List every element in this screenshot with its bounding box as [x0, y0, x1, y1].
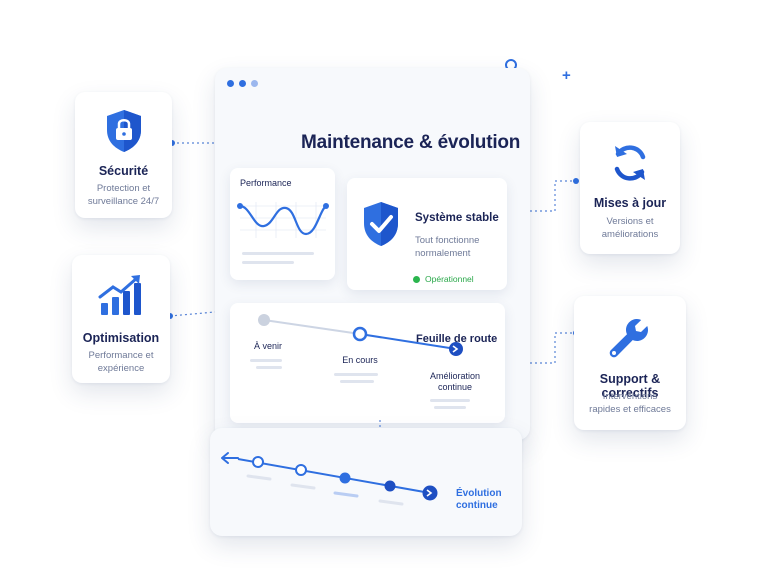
placeholder-line	[334, 373, 378, 376]
main-window: Maintenance & évolution Performance Syst…	[215, 68, 530, 440]
card-support-subtitle: Interventions rapides et efficaces	[589, 391, 671, 415]
evolution-timeline	[221, 452, 438, 506]
shield-lock-icon	[75, 108, 172, 154]
card-mises-a-jour: Mises à jour Versions et améliorations	[580, 122, 680, 254]
card-optimisation: Optimisation Performance et expérience	[72, 255, 170, 383]
card-securite: Sécurité Protection et surveillance 24/7	[75, 92, 172, 218]
roadmap-step-in-progress: En cours	[342, 355, 378, 365]
roadmap-title: Feuille de route	[416, 333, 498, 345]
card-mises-a-jour-title: Mises à jour	[593, 196, 667, 210]
card-support: Support & correctifs Interventions rapid…	[574, 296, 686, 430]
status-badge-label: Opérationnel	[425, 274, 474, 284]
roadmap-timeline	[258, 314, 463, 356]
card-optimisation-subtitle: Performance et expérience	[88, 350, 154, 374]
placeholder-line	[434, 406, 466, 409]
roadmap-step-upcoming: À venir	[253, 341, 282, 351]
card-mises-a-jour-subtitle: Versions et améliorations	[601, 216, 659, 240]
placeholder-line	[242, 261, 294, 264]
status-title: Système stable	[415, 212, 499, 224]
card-support-title: Support & correctifs	[599, 372, 661, 400]
performance-sparkline	[237, 202, 329, 238]
wrench-icon	[574, 316, 686, 362]
status-dot-icon	[413, 275, 420, 283]
system-status-panel: Système stable Tout fonctionne normaleme…	[347, 178, 507, 290]
window-dots	[227, 80, 258, 87]
decor-plus-icon: +	[562, 67, 571, 84]
growth-chart-icon	[72, 273, 170, 317]
placeholder-line	[340, 380, 374, 383]
status-badge: Opérationnel	[413, 274, 474, 284]
placeholder-line	[430, 399, 470, 402]
card-securite-title: Sécurité	[98, 164, 149, 178]
card-securite-subtitle: Protection et surveillance 24/7	[87, 183, 160, 207]
card-optimisation-title: Optimisation	[82, 331, 160, 345]
refresh-icon	[580, 142, 680, 184]
placeholder-line	[250, 359, 282, 362]
placeholder-line	[242, 252, 314, 255]
page-title: Maintenance & évolution	[301, 132, 521, 153]
status-subtitle: Tout fonctionne normalement	[415, 235, 480, 259]
evolution-card: Évolution continue	[210, 428, 522, 536]
performance-label: Performance	[240, 178, 292, 188]
roadmap-step-continuous: Amélioration continue	[429, 371, 481, 392]
evolution-label: Évolution continue	[456, 488, 502, 511]
placeholder-line	[256, 366, 282, 369]
roadmap-panel: Feuille de route À venir En cours Amélio…	[230, 303, 505, 423]
shield-check-icon	[361, 200, 401, 253]
performance-panel: Performance	[230, 168, 335, 280]
